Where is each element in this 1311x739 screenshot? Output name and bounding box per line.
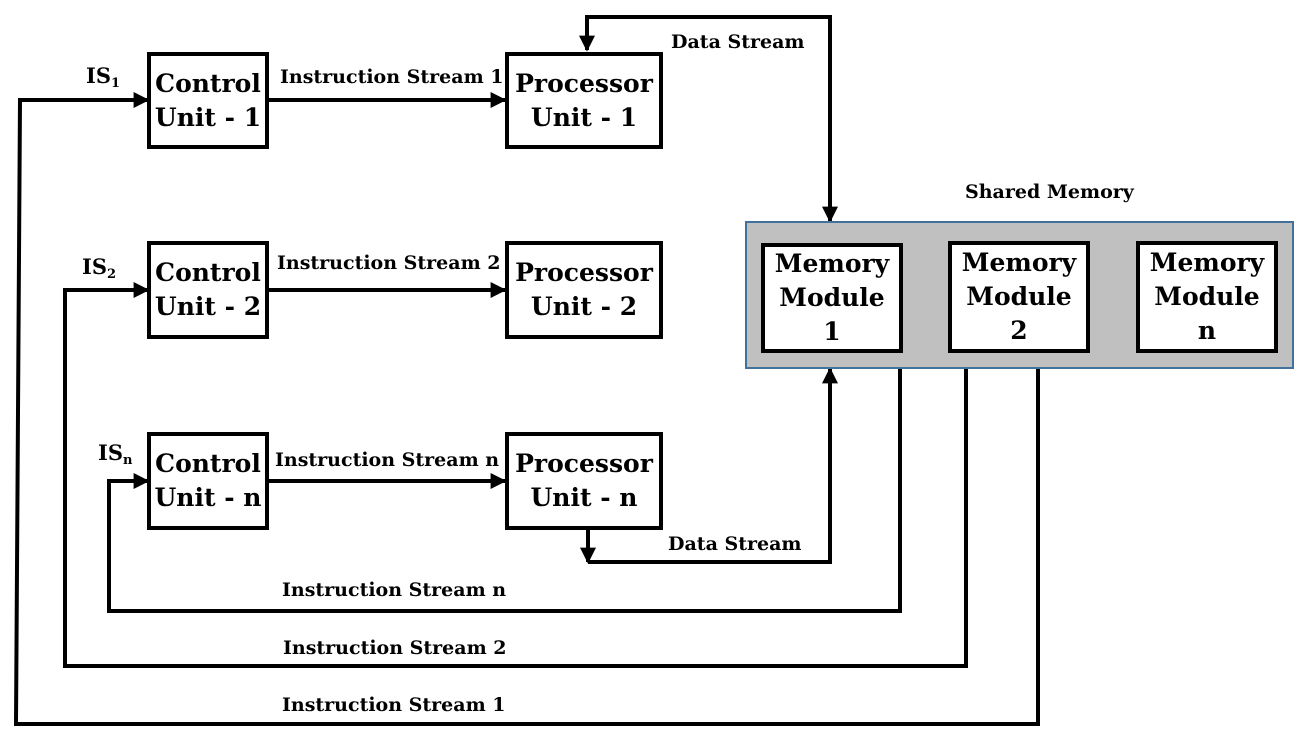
data-stream-top-label: Data Stream <box>671 31 805 53</box>
memory-module-2-line1: Memory <box>961 248 1077 277</box>
instruction-stream-n-label: Instruction Stream n <box>275 449 500 471</box>
data-stream-pun-to-mem1-arrow <box>588 367 838 564</box>
memory-module-n-line3: n <box>1197 316 1217 345</box>
processor-unit-n: Processor Unit - n <box>505 432 663 530</box>
memory-module-2: Memory Module 2 <box>948 241 1090 353</box>
memory-module-1-line2: Module <box>779 283 885 312</box>
control-unit-1-line2: Unit - 1 <box>154 102 262 132</box>
is-label-n: ISn <box>98 441 132 473</box>
memory-module-n-line2: Module <box>1154 282 1260 311</box>
instruction-stream-1-label: Instruction Stream 1 <box>280 66 504 88</box>
is-label-2-main: IS <box>82 254 107 279</box>
control-unit-2: Control Unit - 2 <box>147 241 269 339</box>
feedback-instruction-stream-1-label: Instruction Stream 1 <box>282 694 506 716</box>
control-unit-1-line1: Control <box>155 68 261 98</box>
memory-module-n-line1: Memory <box>1149 248 1265 277</box>
processor-unit-2-line1: Processor <box>515 258 653 287</box>
is-label-1: IS1 <box>86 64 120 96</box>
processor-unit-1-line1: Processor <box>515 68 653 98</box>
control-unit-n-line1: Control <box>155 449 261 478</box>
control-unit-n-line2: Unit - n <box>154 483 262 512</box>
is-label-2: IS2 <box>82 255 116 287</box>
processor-unit-n-line2: Unit - n <box>530 483 638 512</box>
processor-unit-2: Processor Unit - 2 <box>505 241 663 339</box>
data-stream-bottom-label: Data Stream <box>668 533 802 555</box>
is-label-1-main: IS <box>86 63 111 88</box>
is-label-1-sub: 1 <box>111 76 121 91</box>
processor-unit-2-line2: Unit - 2 <box>530 292 638 321</box>
is-label-n-sub: n <box>123 453 133 468</box>
control-unit-2-line2: Unit - 2 <box>154 292 262 321</box>
is-n-feedback-arrow <box>107 369 902 613</box>
memory-module-2-line2: Module <box>966 282 1072 311</box>
processor-unit-n-line1: Processor <box>515 449 653 478</box>
shared-memory-title: Shared Memory <box>965 181 1134 203</box>
memory-module-1: Memory Module 1 <box>761 243 903 353</box>
control-unit-2-line1: Control <box>155 258 261 287</box>
processor-unit-1-line2: Unit - 1 <box>530 102 638 132</box>
is-label-n-main: IS <box>98 440 123 465</box>
is-2-feedback-arrow <box>63 282 968 668</box>
instruction-stream-2-label: Instruction Stream 2 <box>277 252 501 274</box>
is-label-2-sub: 2 <box>107 267 117 282</box>
control-unit-n: Control Unit - n <box>147 432 269 530</box>
control-unit-1: Control Unit - 1 <box>147 52 269 149</box>
memory-module-2-line3: 2 <box>1010 316 1028 345</box>
memory-module-n: Memory Module n <box>1136 241 1278 353</box>
feedback-instruction-stream-n-label: Instruction Stream n <box>282 579 507 601</box>
is-1-feedback-arrow <box>13 92 1040 726</box>
memory-module-1-line3: 1 <box>823 317 841 346</box>
data-stream-to-pu1-arrow <box>579 15 832 200</box>
memory-module-1-line1: Memory <box>774 249 890 278</box>
feedback-instruction-stream-2-label: Instruction Stream 2 <box>283 637 507 659</box>
processor-unit-1: Processor Unit - 1 <box>505 52 663 149</box>
